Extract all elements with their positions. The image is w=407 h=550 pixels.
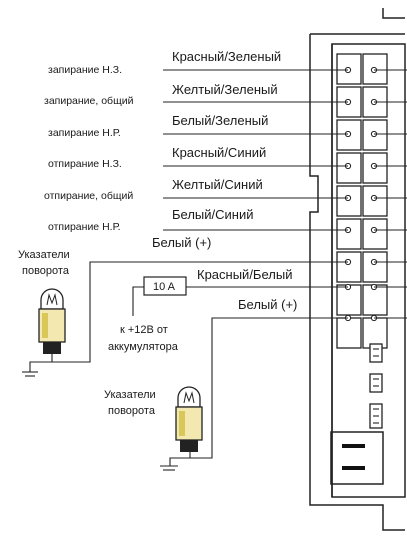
function-labels: запирание Н.З. запирание, общий запирани… [44, 64, 134, 233]
wire-label: Белый/Зеленый [172, 113, 268, 128]
wire-label: Белый (+) [238, 297, 297, 312]
function-label-unlock-nc: отпирание Н.З. [48, 158, 122, 170]
pin-cell [362, 218, 388, 250]
bulb-icon [175, 386, 203, 452]
pin-cell [362, 317, 388, 349]
lower-wires: 10 A [52, 261, 348, 459]
wire-label: Красный/Синий [172, 145, 266, 160]
pin-cell [336, 251, 362, 283]
battery-note-line-1: к +12В от [120, 324, 168, 336]
function-label-lock-nc: запирание Н.З. [48, 64, 122, 76]
indicator-label-line-1: Указатели [18, 249, 70, 261]
turn-indicator-lower: Указатели поворота [104, 386, 203, 471]
ground-icon [22, 371, 38, 377]
function-label-lock-common: запирание, общий [44, 95, 134, 107]
pin-cell [336, 218, 362, 250]
turn-indicator-upper: Указатели поворота [18, 249, 70, 377]
bulb-icon [38, 288, 66, 354]
indicator-label-line-2: поворота [22, 265, 70, 277]
indicator-label-line-2: поворота [108, 405, 156, 417]
wire-label: Красный/Белый [197, 267, 292, 282]
pin-cell [336, 317, 362, 349]
indicator-label-line-1: Указатели [104, 389, 156, 401]
pin-cell [362, 284, 388, 316]
function-label-unlock-common: отпирание, общий [44, 190, 133, 202]
fuse [143, 276, 187, 296]
wire-label: Желтый/Синий [172, 177, 263, 192]
battery-note-line-2: аккумулятора [108, 341, 179, 353]
housing-slots [330, 343, 384, 485]
function-label-unlock-no: отпирание Н.Р. [48, 221, 121, 233]
pin-cell [362, 185, 388, 217]
wire-label: Белый/Синий [172, 207, 254, 222]
connector-block [336, 53, 407, 349]
pin-cell [336, 284, 362, 316]
pin-cell [336, 185, 362, 217]
wire-label: Красный/Зеленый [172, 49, 281, 64]
fuse-label: 10 A [153, 281, 176, 293]
function-label-lock-no: запирание Н.Р. [48, 127, 121, 139]
ground-icon [160, 465, 178, 471]
wire-label: Белый (+) [152, 235, 211, 250]
wire-label: Желтый/Зеленый [172, 82, 278, 97]
function-lines [163, 69, 348, 231]
wire-color-labels: Красный/Зеленый Желтый/Зеленый Белый/Зел… [152, 49, 297, 312]
pin-cell [362, 251, 388, 283]
connector-housing [309, 8, 406, 531]
